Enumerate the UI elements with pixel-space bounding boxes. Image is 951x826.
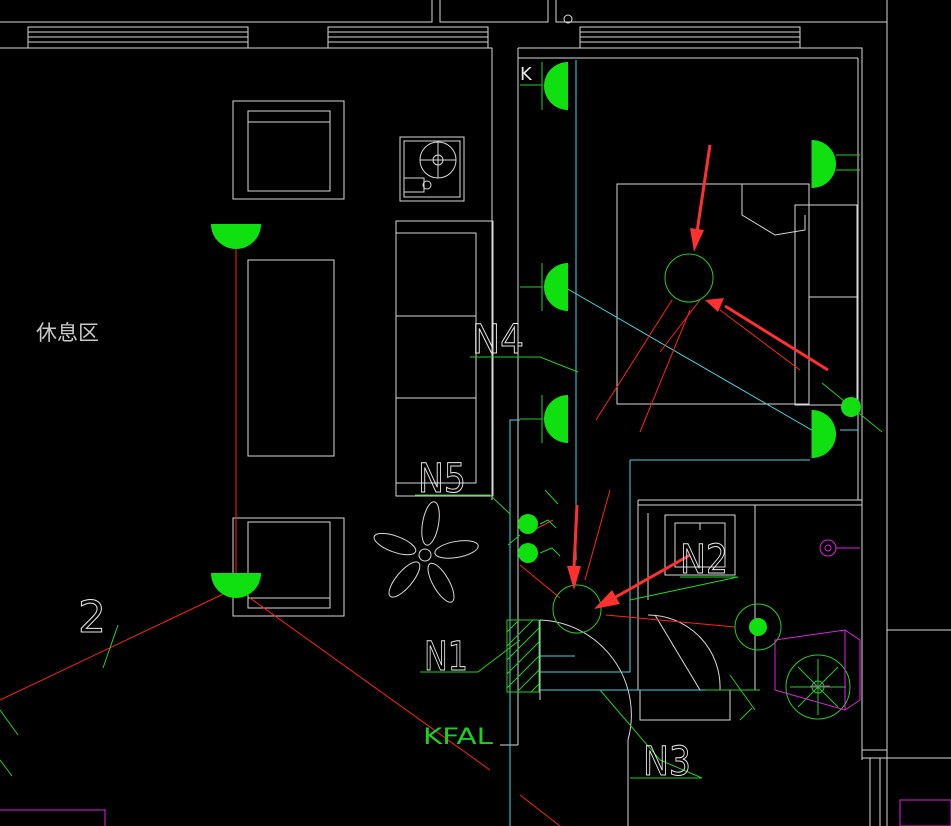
distribution-panel [506, 619, 540, 693]
kfal-label: KFAL [423, 725, 494, 750]
ceiling-lights [507, 253, 883, 721]
red-circuits [0, 235, 801, 826]
fan-unit [399, 136, 465, 202]
room-label: 休息区 [36, 321, 99, 345]
magenta-fixtures [0, 539, 951, 826]
window-left [27, 26, 249, 49]
light-circle-icon [552, 584, 602, 634]
lamp-icon [544, 263, 568, 311]
label-n3: N3 [643, 739, 691, 785]
lamp-icon [211, 224, 261, 249]
window-middle [327, 26, 489, 49]
label-n5: N5 [418, 456, 466, 502]
lamp-icon [544, 395, 568, 443]
bed [616, 183, 858, 406]
light-circle-icon [734, 603, 782, 651]
door-swing [539, 619, 632, 826]
lamp-fixtures [211, 62, 860, 598]
partition-walls [500, 48, 951, 826]
label-n1: N1 [424, 634, 468, 680]
cyan-circuits [509, 60, 858, 826]
exhaust-fan-icon [785, 654, 851, 720]
sofa [395, 220, 494, 497]
ceiling-fan-icon [373, 501, 479, 603]
circuit-number-label: 2 [78, 592, 106, 643]
label-n2: N2 [680, 537, 728, 583]
light-circle-icon [664, 253, 714, 303]
armchair-bottom [232, 517, 345, 617]
window-right [579, 26, 801, 49]
label-n4: N4 [472, 317, 524, 363]
annotation-arrows [567, 144, 829, 609]
lamp-icon [812, 410, 836, 458]
coffee-table [247, 259, 335, 457]
lamp-icon [544, 62, 568, 110]
switch-label-k: K [520, 64, 533, 85]
lamp-icon [812, 140, 836, 188]
armchair-top [232, 100, 345, 200]
lamp-icon [211, 573, 261, 598]
label-leaders [0, 356, 739, 779]
